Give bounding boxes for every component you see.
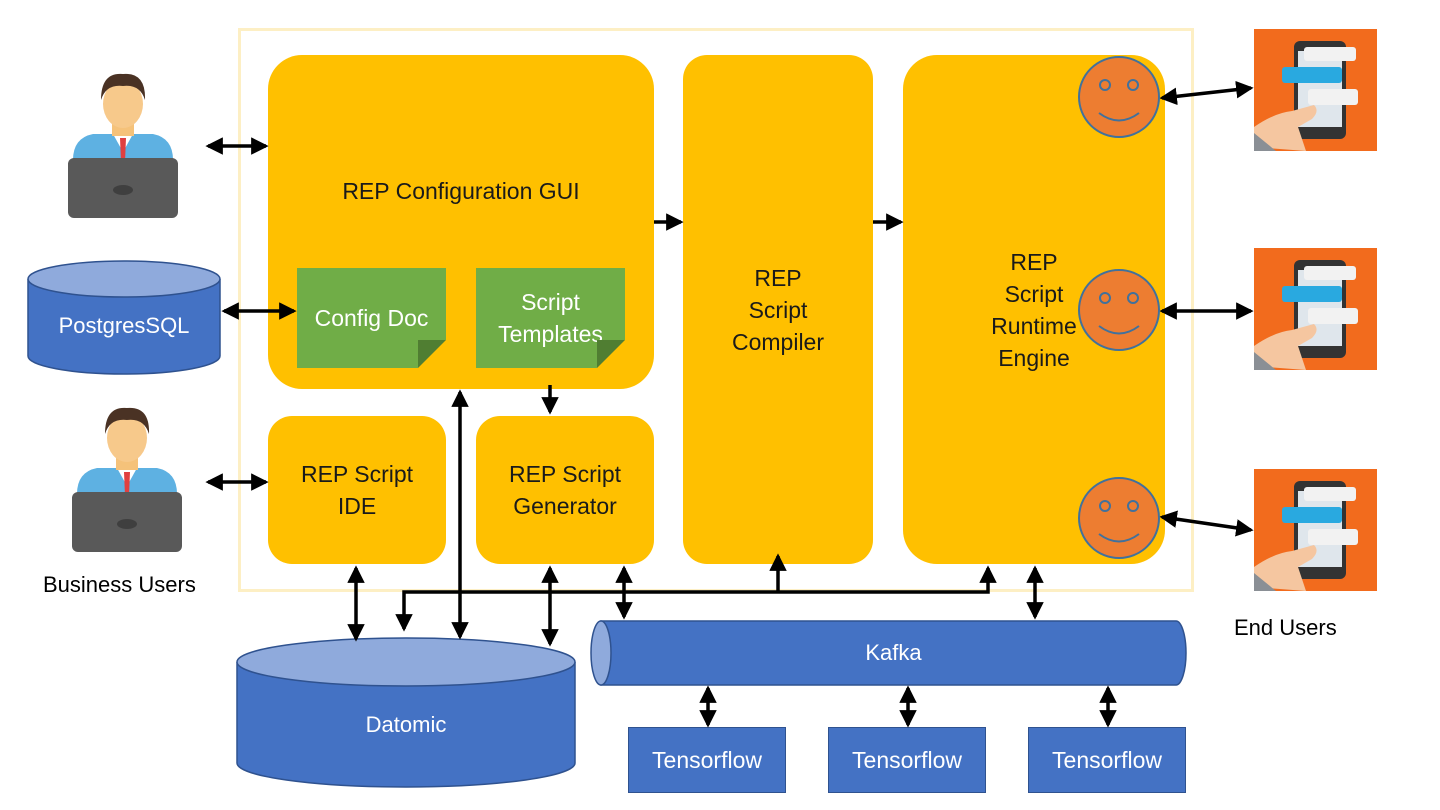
smiley-face-icon <box>1078 477 1160 559</box>
tensorflow-label: Tensorflow <box>852 746 962 773</box>
script-ide-box[interactable]: REP Script IDE <box>268 416 446 564</box>
config-gui-label: REP Configuration GUI <box>342 178 580 204</box>
mobile-chat-icon <box>1254 248 1377 370</box>
kafka-cylinder[interactable] <box>590 620 1187 686</box>
datomic-label: Datomic <box>365 712 447 737</box>
script-compiler-box[interactable]: REP Script Compiler <box>683 55 873 564</box>
end-users-label: End Users <box>1234 615 1337 640</box>
tensorflow-box-2[interactable]: Tensorflow <box>828 727 986 793</box>
business-user-icon <box>68 73 178 218</box>
script-templates-doc[interactable]: Script Templates <box>476 268 625 368</box>
mobile-chat-icon <box>1254 29 1377 151</box>
config-doc-label: Config Doc <box>314 305 429 331</box>
config-doc[interactable]: Config Doc <box>297 268 446 368</box>
postgres-cylinder[interactable] <box>27 260 221 375</box>
mobile-chat-icon <box>1254 469 1377 591</box>
script-compiler-label: REP Script Compiler <box>731 264 825 355</box>
script-ide-label: REP Script IDE <box>300 461 414 519</box>
business-users-label: Business Users <box>43 572 196 597</box>
tensorflow-box-1[interactable]: Tensorflow <box>628 727 786 793</box>
tensorflow-label: Tensorflow <box>1052 746 1162 773</box>
postgres-label: PostgresSQL <box>58 313 190 338</box>
smiley-face-icon <box>1078 56 1160 138</box>
tensorflow-label: Tensorflow <box>652 746 762 773</box>
script-generator-box[interactable]: REP Script Generator <box>476 416 654 564</box>
runtime-engine-label: REP Script Runtime Engine <box>991 248 1077 371</box>
script-templates-label: Script Templates <box>498 289 603 347</box>
business-user-icon <box>72 407 182 552</box>
config-doc-fold <box>418 340 446 368</box>
connectors <box>205 80 1254 728</box>
kafka-label: Kafka <box>865 640 922 665</box>
datomic-cylinder[interactable] <box>236 637 576 788</box>
script-generator-label: REP Script Generator <box>508 461 622 519</box>
tensorflow-box-3[interactable]: Tensorflow <box>1028 727 1186 793</box>
script-templates-fold <box>597 340 625 368</box>
smiley-face-icon <box>1078 269 1160 351</box>
